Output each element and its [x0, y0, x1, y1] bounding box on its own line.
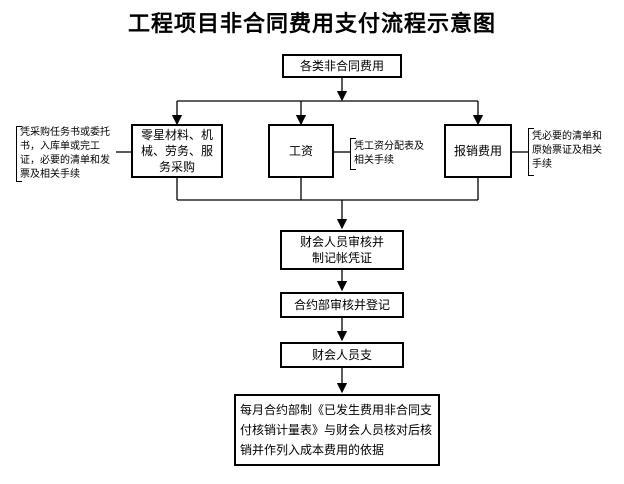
- note-bracket-materials: [16, 126, 22, 182]
- note-reimburse: 凭必要的清单和原始票证及相关手续: [532, 131, 602, 170]
- note-bracket-reimburse: [528, 128, 534, 176]
- node-wages: 工资: [268, 124, 334, 178]
- node-finance-review: 财会人员审核并制记帐凭证: [280, 230, 404, 270]
- note-bracket-wages: [350, 138, 356, 170]
- page-title: 工程项目非合同费用支付流程示意图: [127, 12, 496, 37]
- node-all-expenses: 各类非合同费用: [282, 54, 402, 78]
- node-finance-pay: 财会人员支: [280, 342, 404, 368]
- node-monthly-verification: 每月合约部制《已发生费用非合同支付核销计量表》与财会人员核对后核销并作列入成本费…: [234, 394, 440, 466]
- node-materials: 零星材料、机械、劳务、服务采购: [131, 124, 223, 178]
- node-contract-review: 合约部审核并登记: [280, 292, 404, 318]
- note-materials: 凭采购任务书或委托书，入库单或完工证，必要的清单和发票及相关手续: [20, 127, 110, 180]
- node-reimburse: 报销费用: [444, 124, 512, 178]
- note-wages: 凭工资分配表及相关手续: [354, 141, 424, 166]
